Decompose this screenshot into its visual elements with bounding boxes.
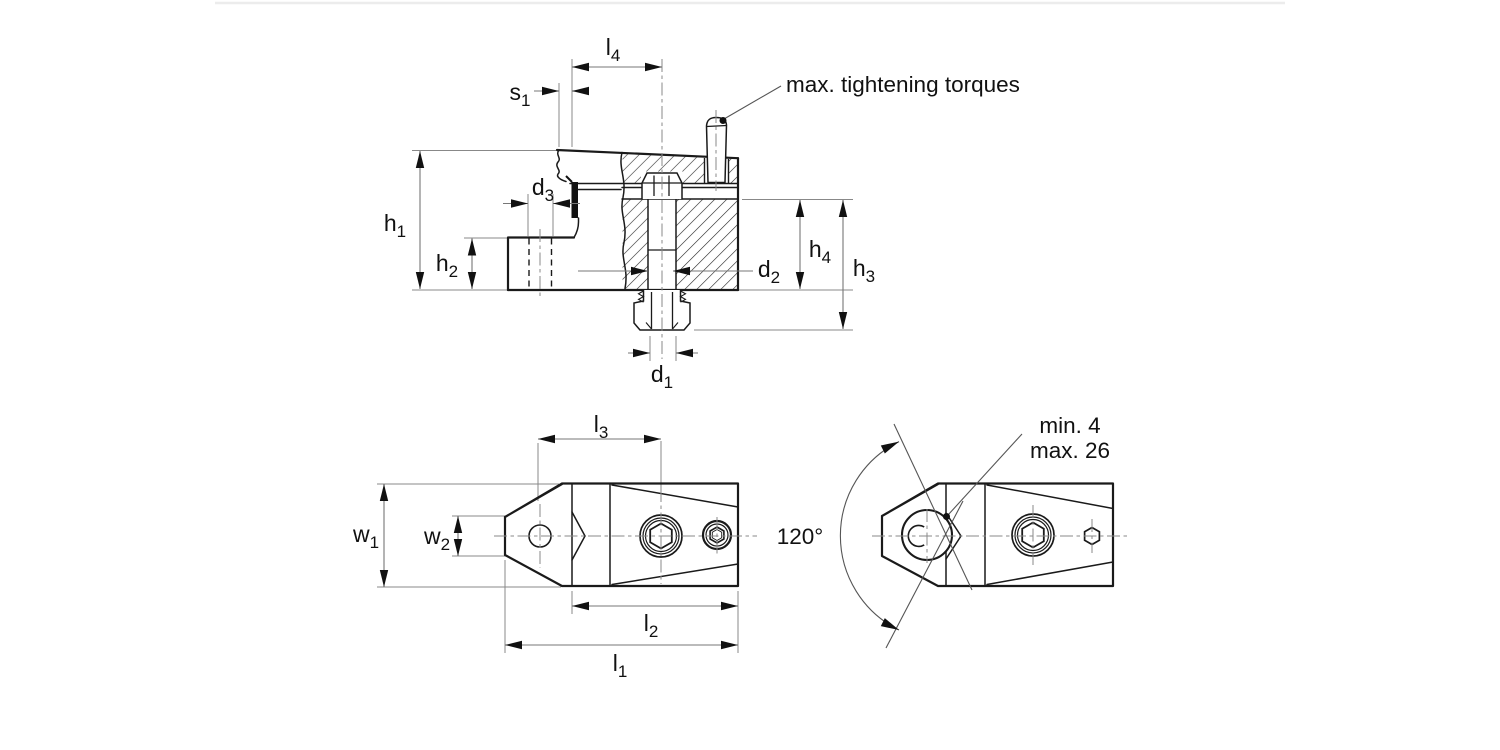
centerlines — [539, 59, 717, 359]
svg-text:l2: l2 — [644, 610, 659, 641]
dim-d1: d1 — [628, 348, 698, 392]
clamping-lip — [565, 175, 578, 218]
part-outline — [503, 482, 740, 588]
grip-max-label: max. 26 — [1030, 438, 1110, 463]
svg-text:l4: l4 — [606, 34, 621, 65]
end-view: 120° min. 4 max. 26 — [777, 413, 1127, 649]
svg-text:l3: l3 — [594, 411, 609, 442]
break-line — [620, 151, 627, 290]
svg-text:h3: h3 — [853, 255, 875, 286]
centerlines — [494, 489, 757, 584]
svg-text:d2: d2 — [758, 256, 780, 287]
dim-h4: h4 — [795, 200, 831, 289]
arm-break-edge — [556, 149, 567, 183]
grip-range-callout: min. 4 max. 26 — [943, 413, 1110, 520]
workpiece — [506, 188, 624, 292]
dim-l2: l2 — [572, 601, 738, 641]
svg-text:w1: w1 — [352, 521, 379, 552]
section-view: max. tightening torques l4 s1 d3 h1 — [384, 34, 1020, 392]
dim-d3: d3 — [503, 174, 580, 208]
angle-arc — [839, 441, 900, 631]
svg-text:w2: w2 — [423, 523, 450, 554]
wedge-edge — [986, 484, 1114, 510]
swing-angle: 120° — [777, 423, 973, 649]
dim-s1: s1 — [510, 79, 589, 110]
svg-text:h4: h4 — [809, 236, 831, 267]
wedge-edge — [611, 484, 739, 508]
svg-text:s1: s1 — [510, 79, 531, 110]
leader-dot — [719, 117, 727, 124]
dim-l4: l4 — [572, 34, 662, 72]
dim-h2: h2 — [436, 238, 477, 289]
angle-label: 120° — [777, 524, 824, 549]
svg-text:h2: h2 — [436, 250, 458, 281]
dim-h1: h1 — [384, 151, 425, 289]
torque-callout-label: max. tightening torques — [786, 72, 1020, 97]
plan-view: l3 l2 l1 w1 w2 — [352, 411, 757, 681]
dim-h3: h3 — [838, 200, 875, 329]
svg-text:d1: d1 — [651, 361, 673, 392]
dim-l1: l1 — [505, 640, 738, 681]
extension-lines — [377, 441, 739, 653]
dim-w2: w2 — [423, 516, 463, 556]
wedge-edge — [611, 563, 739, 586]
torque-callout: max. tightening torques — [719, 72, 1020, 124]
svg-text:d3: d3 — [532, 174, 554, 205]
centerlines — [872, 505, 1127, 568]
dim-d2: d2 — [578, 256, 780, 287]
leader-dot — [943, 513, 950, 520]
thread-zigzag — [637, 290, 645, 303]
clamp-body — [622, 199, 738, 290]
thread-zigzag — [679, 290, 687, 303]
chevron-mark — [571, 511, 586, 561]
svg-text:l1: l1 — [613, 650, 628, 681]
dim-l3: l3 — [538, 411, 661, 444]
svg-text:h1: h1 — [384, 210, 406, 241]
dim-w1: w1 — [352, 484, 389, 587]
part-outline — [880, 482, 1115, 588]
wedge-edge — [986, 561, 1114, 586]
threaded-stud — [633, 289, 691, 331]
grip-min-label: min. 4 — [1039, 413, 1100, 438]
